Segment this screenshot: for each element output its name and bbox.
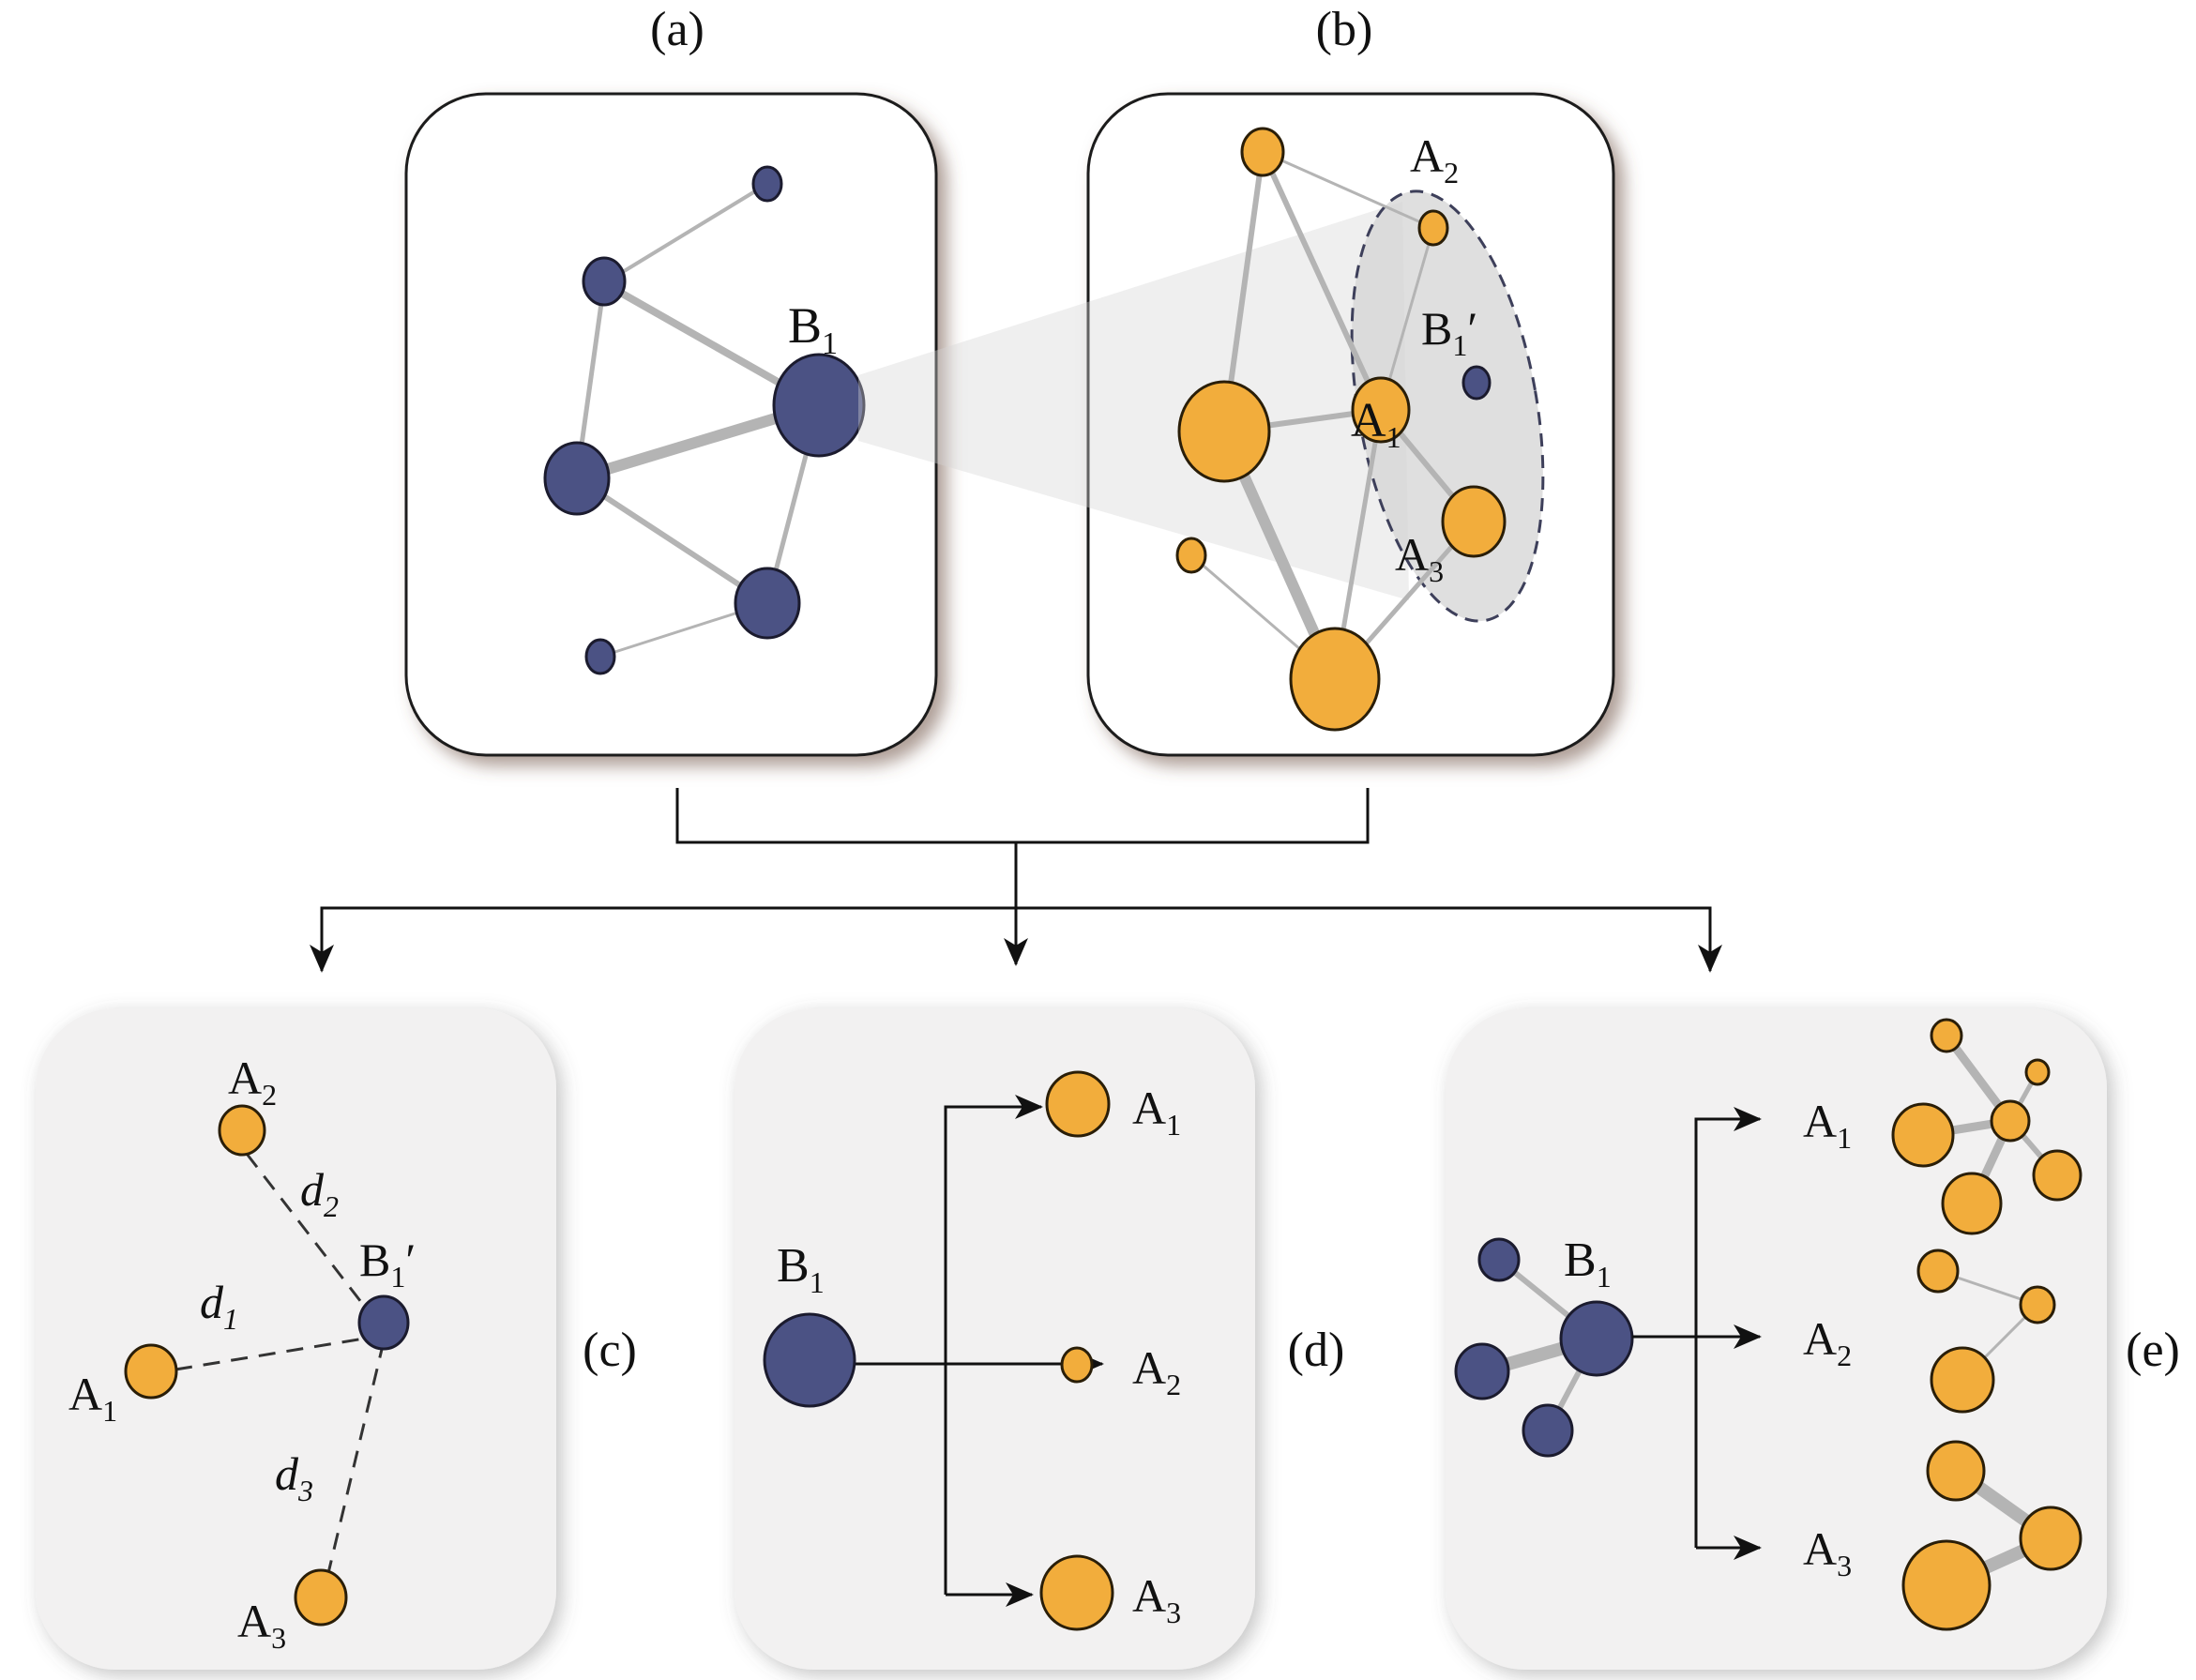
node-b-a2 <box>1417 209 1449 247</box>
panel-b: (b) A2 <box>858 3 1615 757</box>
node-e-a2-n1 <box>1916 1249 1960 1294</box>
panel-e: (e) B1 A1 A2 A3 <box>1446 1008 2180 1670</box>
panel-a: (a) B1 <box>404 3 938 757</box>
node-b-top <box>1240 127 1285 177</box>
panel-a-b1-label: B1 <box>788 297 838 361</box>
panel-c-d1-label: d1 <box>200 1276 238 1336</box>
panel-d-b1-label: B1 <box>777 1239 825 1299</box>
node-a-top-right <box>751 165 783 203</box>
node-b-bottom <box>1289 627 1381 732</box>
connector <box>310 788 1722 973</box>
node-e-a3-n1 <box>1926 1440 1986 1502</box>
panel-e-a2-label: A2 <box>1803 1312 1852 1372</box>
panel-b-a3-label: A3 <box>1395 528 1444 588</box>
panel-d-a3-label: A3 <box>1132 1569 1181 1629</box>
panel-c-a2-label: A2 <box>228 1052 277 1112</box>
panel-d-a1-label: A1 <box>1132 1082 1181 1142</box>
subgraph-a2 <box>1916 1249 2056 1414</box>
panel-e-b1-label: B1 <box>1564 1234 1612 1294</box>
node-b-a1 <box>1351 376 1411 444</box>
panel-a-frame <box>404 92 938 757</box>
node-e-a3-n3 <box>1901 1539 1992 1631</box>
node-d-b1 <box>763 1312 856 1408</box>
node-d-a1 <box>1045 1070 1111 1138</box>
node-e-a2-n2 <box>2019 1285 2056 1324</box>
panel-b-a2-label: A2 <box>1410 129 1459 189</box>
node-c-a3 <box>294 1568 348 1627</box>
panel-b-b1prime-label: B1′ <box>1421 302 1477 362</box>
node-b-small-left <box>1175 537 1207 574</box>
node-c-b1prime <box>357 1294 410 1351</box>
node-b-a3 <box>1441 485 1507 558</box>
panel-c: (c) A2 d2 B1′ d1 A1 d3 A3 <box>36 1008 637 1670</box>
node-b-left-large <box>1177 380 1271 483</box>
panel-c-b1prime-label: B1′ <box>359 1234 416 1294</box>
node-e-a1-n2 <box>2024 1058 2051 1086</box>
node-a-bottom <box>734 567 801 640</box>
node-e-a1-n1 <box>1930 1018 1963 1053</box>
panel-d-label: (d) <box>1288 1324 1345 1377</box>
node-a-bottom-left <box>584 638 616 675</box>
zoom-projection <box>858 202 1409 600</box>
panel-c-d2-label: d2 <box>300 1163 339 1223</box>
node-a-left <box>543 441 611 516</box>
node-e-b1-neighbor-bottom <box>1522 1403 1574 1458</box>
node-e-b1-neighbor-left <box>1454 1342 1510 1400</box>
panel-e-label: (e) <box>2126 1324 2180 1377</box>
panel-c-a1-label: A1 <box>68 1368 117 1428</box>
subgraph-a3 <box>1901 1440 2082 1631</box>
panel-b-a1-label: A1 <box>1351 394 1401 454</box>
node-c-a2 <box>218 1104 266 1157</box>
node-e-a1-n5 <box>2032 1149 2082 1202</box>
panel-a-label: (a) <box>650 3 704 56</box>
node-d-a3 <box>1039 1554 1114 1631</box>
node-e-a1-n4 <box>1990 1099 2031 1143</box>
node-b-b1prime <box>1461 365 1492 401</box>
panel-a-nodes <box>543 165 866 675</box>
node-a-top-left <box>582 256 627 307</box>
node-d-a2 <box>1060 1346 1094 1384</box>
panel-c-a3-label: A3 <box>237 1595 286 1655</box>
panel-d-frame <box>735 1008 1255 1670</box>
node-e-a3-n2 <box>2019 1506 2082 1571</box>
node-c-a1 <box>124 1343 178 1400</box>
node-e-a2-n3 <box>1930 1346 1995 1414</box>
panel-e-a1-label: A1 <box>1803 1095 1852 1155</box>
panel-e-a3-label: A3 <box>1803 1522 1852 1582</box>
node-e-a1-n6 <box>1941 1172 2003 1235</box>
panel-c-d3-label: d3 <box>275 1447 313 1507</box>
panel-b-nodes <box>1175 127 1507 732</box>
panel-b-label: (b) <box>1316 3 1373 56</box>
node-b1 <box>772 353 866 458</box>
panel-d-a2-label: A2 <box>1132 1341 1181 1401</box>
subgraph-a1 <box>1891 1018 2082 1235</box>
panel-e-frame <box>1446 1008 2107 1670</box>
panel-c-frame <box>36 1008 556 1670</box>
node-e-a1-n3 <box>1891 1102 1955 1168</box>
node-e-b1-neighbor-top <box>1477 1237 1521 1282</box>
node-e-b1 <box>1559 1300 1634 1377</box>
panel-d: (d) B1 A1 A2 A3 <box>735 1008 1344 1670</box>
panel-c-label: (c) <box>583 1324 637 1377</box>
